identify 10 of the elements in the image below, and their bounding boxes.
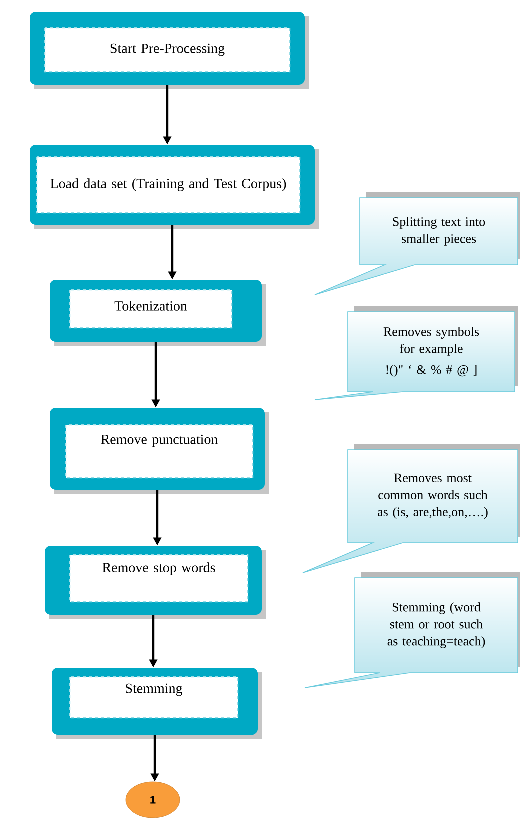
callout-bubble: Removes symbols for example !()" ‘ & % # @ ] [314, 306, 518, 400]
process-box: Stemming [52, 668, 262, 739]
callout-bubble: Removes most common words such as (is, are,the,on,….) [302, 444, 520, 574]
process-box: Remove punctuation [50, 408, 269, 494]
callout-bubble: Stemming (word stem or root such as teaching=teach) [304, 572, 520, 688]
process-box: Tokenization [50, 280, 266, 346]
process-box: Remove stop words [45, 546, 266, 619]
process-box: Start Pre-Processing [30, 12, 309, 89]
process-box: Load data set (Training and Test Corpus) [30, 145, 319, 229]
callout-bubble: Splitting text into smaller pieces [314, 192, 520, 296]
